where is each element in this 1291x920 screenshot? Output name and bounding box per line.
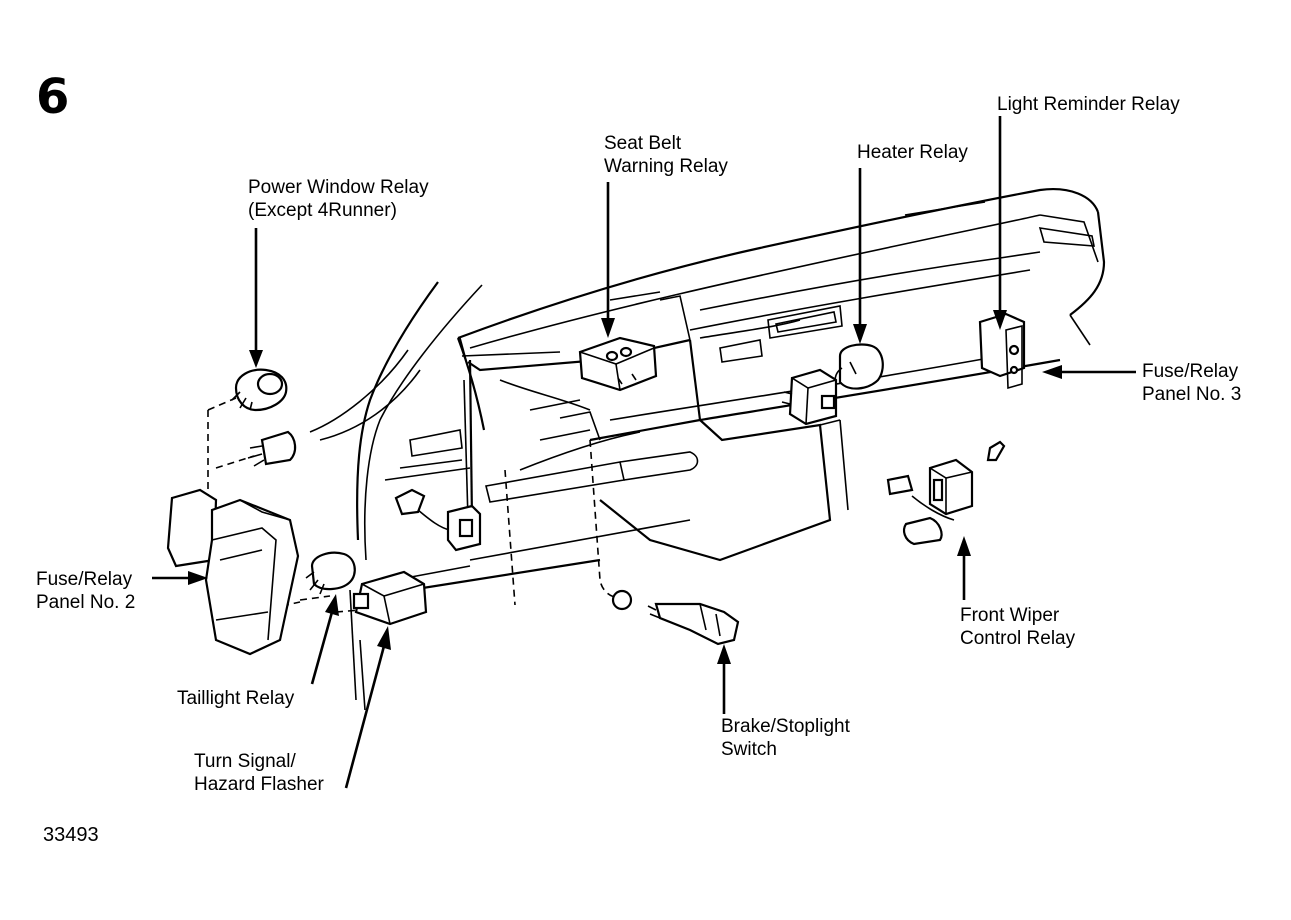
label-line: Front Wiper xyxy=(960,605,1060,626)
turn-signal-arrow xyxy=(344,645,386,789)
label-line: Warning Relay xyxy=(604,156,728,177)
leader-arrows xyxy=(152,116,1136,789)
label-line: Fuse/Relay xyxy=(36,569,133,590)
label-heater-relay: Heater Relay xyxy=(857,141,968,164)
front-wiper-control-relay-part xyxy=(886,440,1006,546)
fuse-relay-panel-2-part xyxy=(166,488,300,656)
label-taillight-relay: Taillight Relay xyxy=(177,687,294,710)
label-line: Turn Signal/ xyxy=(194,751,296,772)
label-line: (Except 4Runner) xyxy=(248,200,397,221)
label-light-reminder-relay: Light Reminder Relay xyxy=(997,93,1180,116)
cowl-connector-part xyxy=(394,488,482,552)
label-brake-stoplight-switch: Brake/Stoplight Switch xyxy=(721,715,850,761)
label-front-wiper-control-relay: Front Wiper Control Relay xyxy=(960,604,1075,650)
power-window-connector-part xyxy=(247,430,297,467)
dash-relay-part xyxy=(781,368,838,426)
label-fuse-relay-panel-3: Fuse/Relay Panel No. 3 xyxy=(1142,360,1241,406)
figure-id: 33493 xyxy=(43,824,99,846)
label-line: Seat Belt xyxy=(604,133,682,154)
label-power-window-relay: Power Window Relay (Except 4Runner) xyxy=(248,176,429,222)
turn-signal-flasher-part xyxy=(352,570,428,626)
label-line: Light Reminder Relay xyxy=(997,94,1180,115)
label-turn-signal-hazard-flasher: Turn Signal/ Hazard Flasher xyxy=(194,750,324,796)
label-line: Power Window Relay xyxy=(248,177,429,198)
label-line: Heater Relay xyxy=(857,142,968,163)
label-line: Brake/Stoplight xyxy=(721,716,850,737)
figure-number: 6 xyxy=(36,69,70,125)
heater-relay-part xyxy=(834,343,884,390)
taillight-arrow xyxy=(310,611,334,685)
label-line: Panel No. 2 xyxy=(36,592,136,613)
label-line: Taillight Relay xyxy=(177,688,295,709)
label-line: Panel No. 3 xyxy=(1142,384,1242,405)
label-fuse-relay-panel-2: Fuse/Relay Panel No. 2 xyxy=(36,568,135,614)
label-line: Hazard Flasher xyxy=(194,774,324,795)
seat-belt-warning-relay-part xyxy=(578,336,658,392)
label-seat-belt-warning-relay: Seat Belt Warning Relay xyxy=(604,132,728,178)
power-window-relay-part xyxy=(231,368,288,412)
fuse-relay-panel-3-part xyxy=(978,312,1026,390)
label-line: Fuse/Relay xyxy=(1142,361,1239,382)
brake-stoplight-switch-part xyxy=(611,589,740,646)
label-line: Control Relay xyxy=(960,628,1076,649)
taillight-relay-part xyxy=(305,551,356,595)
dashboard-outline xyxy=(207,188,1106,711)
label-line: Switch xyxy=(721,739,777,760)
